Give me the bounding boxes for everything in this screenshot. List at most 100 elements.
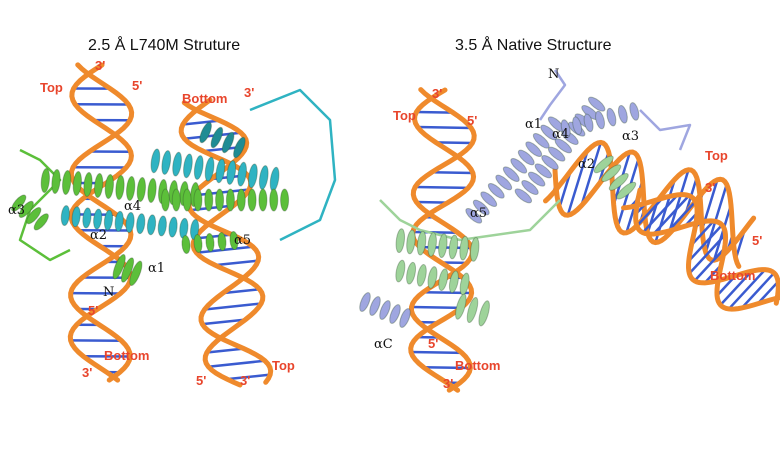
protein-helix-turn xyxy=(395,228,406,254)
protein-helix-turn xyxy=(608,172,629,191)
label: N xyxy=(103,285,114,300)
base-pair xyxy=(208,359,266,368)
label: α5 xyxy=(470,206,487,221)
protein-helix-turn xyxy=(120,257,135,283)
protein-helix-turn xyxy=(112,254,126,280)
protein-helix-turn xyxy=(495,174,513,191)
protein-helix-turn xyxy=(204,188,214,212)
label: α5 xyxy=(234,233,251,248)
protein-helix-turn xyxy=(510,158,528,174)
protein-helix-turn xyxy=(161,150,172,175)
protein-helix-turn xyxy=(182,188,192,212)
protein-helix-turn xyxy=(416,264,427,287)
base-pair xyxy=(206,347,244,354)
protein-helix-turn xyxy=(62,170,72,195)
base-pair xyxy=(412,230,458,235)
base-pair xyxy=(416,110,454,114)
protein-helix-turn xyxy=(583,113,594,133)
base-pair xyxy=(431,171,473,175)
label: 5' xyxy=(467,113,477,128)
base-pair xyxy=(756,280,779,305)
protein-helix-turn xyxy=(181,235,191,254)
protein-helix-turn xyxy=(525,141,543,157)
protein-helix-turn xyxy=(541,155,559,170)
protein-helix-turn xyxy=(280,188,290,212)
protein-helix-turn xyxy=(269,188,279,212)
base-pair xyxy=(566,150,589,216)
label: Bottom xyxy=(104,348,150,363)
protein-helix-turn xyxy=(438,233,448,259)
protein-helix-turn xyxy=(233,136,246,159)
base-pair xyxy=(727,268,767,310)
protein-helix-turn xyxy=(193,155,204,180)
base-pair xyxy=(416,200,448,204)
protein-helix-turn xyxy=(189,218,200,240)
label: N xyxy=(548,67,559,82)
label: 3' xyxy=(95,58,105,73)
protein-helix-turn xyxy=(466,296,479,324)
protein-loop xyxy=(639,109,692,151)
protein-helix-turn xyxy=(168,216,178,238)
protein-helix-turn xyxy=(616,181,637,200)
protein-helix-turn xyxy=(229,231,239,250)
label: 3' xyxy=(443,376,453,391)
protein-helix-turn xyxy=(172,151,182,177)
dna-backbone xyxy=(68,62,135,383)
base-pair xyxy=(417,125,472,130)
protein-helix-turn xyxy=(247,188,257,212)
base-pair xyxy=(435,141,473,145)
protein-helix-turn xyxy=(379,300,391,320)
protein-helix-turn xyxy=(93,208,103,230)
protein-helix-turn xyxy=(129,260,143,286)
protein-helix-turn xyxy=(478,300,490,327)
base-pair xyxy=(652,194,690,235)
label: 3' xyxy=(240,373,250,388)
label: α2 xyxy=(90,228,107,243)
label: Top xyxy=(40,80,63,95)
protein-helix-turn xyxy=(147,178,157,203)
base-pair xyxy=(641,194,679,234)
label: Bottom xyxy=(455,358,501,373)
protein-helix-turn xyxy=(560,119,571,138)
protein-helix-turn xyxy=(469,236,480,262)
dna-backbone xyxy=(633,187,780,312)
protein-helix-turn xyxy=(406,229,416,255)
protein-helix-turn xyxy=(160,188,170,212)
protein-helix-turn xyxy=(60,205,71,227)
protein-helix-turn xyxy=(465,208,483,224)
base-pair xyxy=(690,220,715,246)
protein-helix-turn xyxy=(183,153,193,179)
base-pair xyxy=(202,318,246,326)
protein-helix-turn xyxy=(593,155,614,174)
label: 3' xyxy=(705,180,715,195)
protein-helix-turn xyxy=(406,261,417,285)
protein-helix-turn xyxy=(103,209,114,231)
label: α3 xyxy=(622,129,639,144)
protein-helix-turn xyxy=(215,158,226,184)
protein-helix-turn xyxy=(72,171,82,196)
label: 5' xyxy=(428,336,438,351)
protein-helix-turn xyxy=(448,270,459,294)
protein-helix-turn xyxy=(210,126,224,149)
dna-backbone xyxy=(181,100,274,385)
label: α1 xyxy=(525,117,542,132)
protein-helix-turn xyxy=(547,146,566,162)
panel-title: 3.5 Å Native Structure xyxy=(455,35,612,54)
protein-helix-turn xyxy=(11,194,27,212)
base-pair xyxy=(635,197,664,227)
protein-helix-turn xyxy=(389,304,401,324)
base-pair xyxy=(411,305,462,310)
protein-helix-turn xyxy=(369,296,381,316)
protein-helix-turn xyxy=(606,107,617,127)
protein-helix-turn xyxy=(459,235,469,261)
protein-helix-turn xyxy=(521,180,539,195)
label: Bottom xyxy=(182,91,228,106)
protein-helix-turn xyxy=(595,110,605,130)
base-pair xyxy=(423,365,471,370)
protein-helix-turn xyxy=(51,169,61,194)
protein-helix-turn xyxy=(193,234,203,253)
protein-helix-turn xyxy=(136,213,146,235)
protein-helix-turn xyxy=(438,268,449,291)
protein-helix-turn xyxy=(532,133,550,149)
label: α1 xyxy=(148,261,165,276)
